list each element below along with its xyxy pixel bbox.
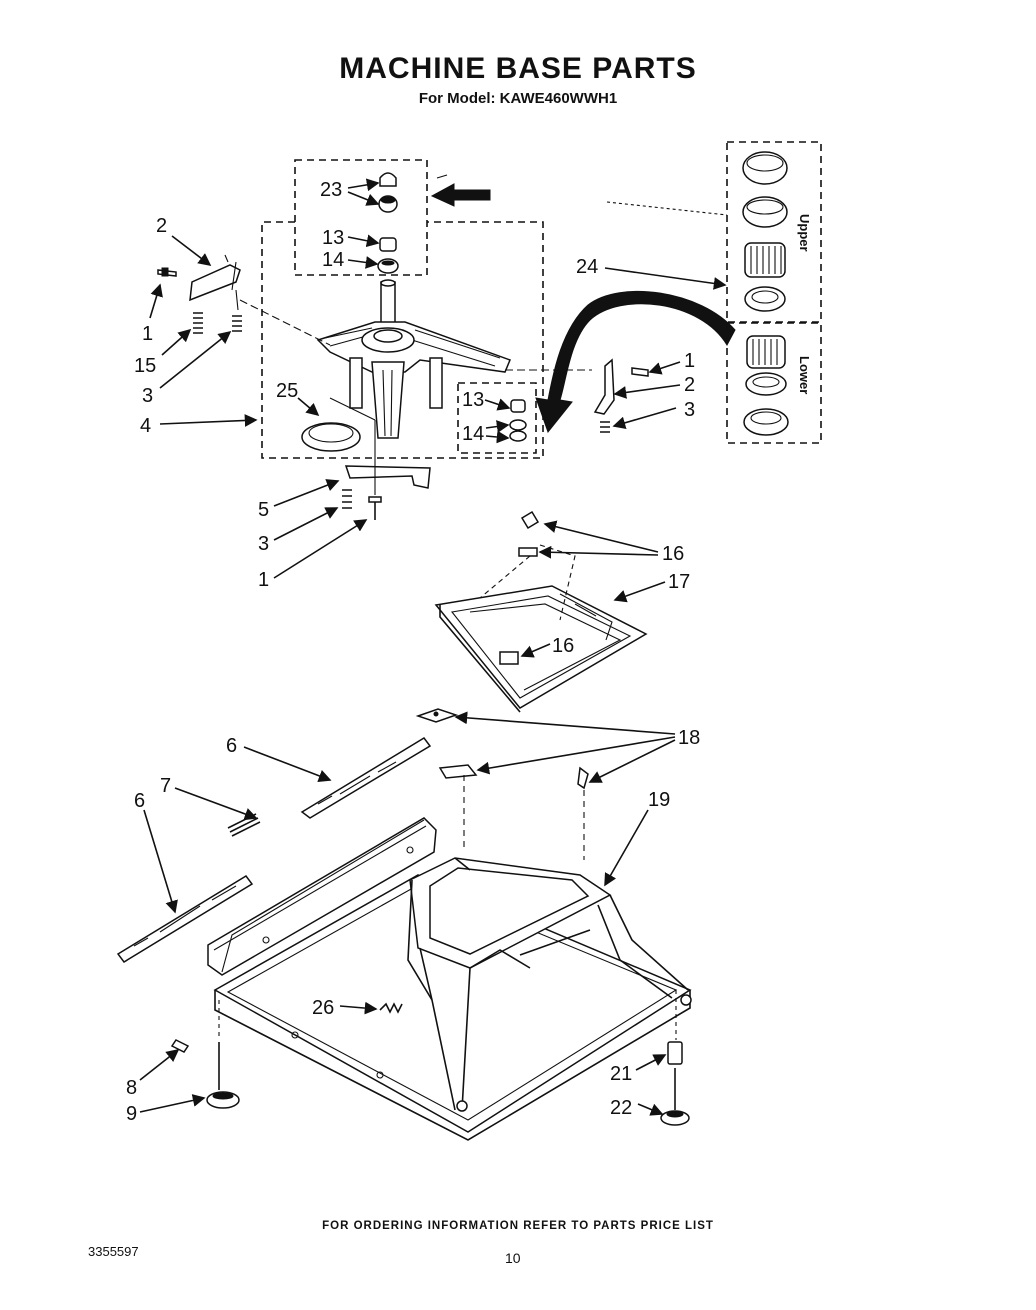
snubber-23-part <box>378 172 398 213</box>
callout-1-bottom: 1 <box>258 569 269 591</box>
callout-14-upper: 14 <box>322 249 344 271</box>
upper-label: Upper <box>797 214 812 252</box>
bearing-13-14-lower-part <box>509 399 527 442</box>
machine-base-19-part <box>207 817 692 1141</box>
callout-5: 5 <box>258 499 269 521</box>
callout-22: 22 <box>610 1097 632 1119</box>
callout-7: 7 <box>160 775 171 797</box>
callout-18: 18 <box>678 727 700 749</box>
callout-3-left: 3 <box>142 385 153 407</box>
callout-13-upper: 13 <box>322 227 344 249</box>
leader-lines <box>139 178 727 1116</box>
bracket-2-right-part <box>505 358 649 433</box>
clips-18-part <box>415 708 589 860</box>
bracket-2-left-part <box>157 254 242 334</box>
callout-9: 9 <box>126 1103 137 1125</box>
callout-1-right: 1 <box>684 350 695 372</box>
lower-label: Lower <box>797 356 812 394</box>
callout-16-top: 16 <box>662 543 684 565</box>
callout-26: 26 <box>312 997 334 1019</box>
curved-arrow-icon <box>535 290 736 434</box>
callout-4: 4 <box>140 415 151 437</box>
callout-1-left: 1 <box>142 323 153 345</box>
callout-15: 15 <box>134 355 156 377</box>
callout-6-top: 6 <box>226 735 237 757</box>
callout-2-right: 2 <box>684 374 695 396</box>
callout-17: 17 <box>668 571 690 593</box>
seal-ring-25-part <box>301 422 361 452</box>
callout-21: 21 <box>610 1063 632 1085</box>
transmission-assembly-group <box>157 159 736 520</box>
callout-labels: 23 13 14 2 1 15 3 4 25 24 13 14 1 2 3 5 … <box>126 179 700 1125</box>
rails-6-7-part <box>116 737 432 963</box>
leveling-feet-part <box>170 990 690 1126</box>
transmission-spider-part <box>316 321 511 440</box>
callout-8: 8 <box>126 1077 137 1099</box>
wire-26-part <box>379 1002 403 1014</box>
page-title: MACHINE BASE PARTS <box>339 52 697 85</box>
direction-arrow-icon <box>430 183 491 207</box>
upper-bearing-parts <box>742 151 788 312</box>
callout-3-right: 3 <box>684 399 695 421</box>
document-number: 3355597 <box>88 1244 139 1259</box>
callout-25: 25 <box>276 380 298 402</box>
model-subtitle: For Model: KAWE460WWH1 <box>418 90 618 107</box>
bearing-inset-box: Upper Lower <box>606 141 822 444</box>
callout-13-lower: 13 <box>462 389 484 411</box>
callout-24: 24 <box>576 256 598 278</box>
callout-2-left: 2 <box>156 215 167 237</box>
callout-16-bottom: 16 <box>552 635 574 657</box>
callout-6-left: 6 <box>134 790 145 812</box>
callout-19: 19 <box>648 789 670 811</box>
callout-3-bottom: 3 <box>258 533 269 555</box>
callout-23: 23 <box>320 179 342 201</box>
bracket-5-part <box>342 440 431 520</box>
lower-bearing-parts <box>743 335 789 436</box>
bearing-13-14-part <box>377 237 399 274</box>
callout-14-lower: 14 <box>462 423 484 445</box>
ordering-footer: FOR ORDERING INFORMATION REFER TO PARTS … <box>322 1220 714 1232</box>
page-number: 10 <box>505 1250 521 1266</box>
